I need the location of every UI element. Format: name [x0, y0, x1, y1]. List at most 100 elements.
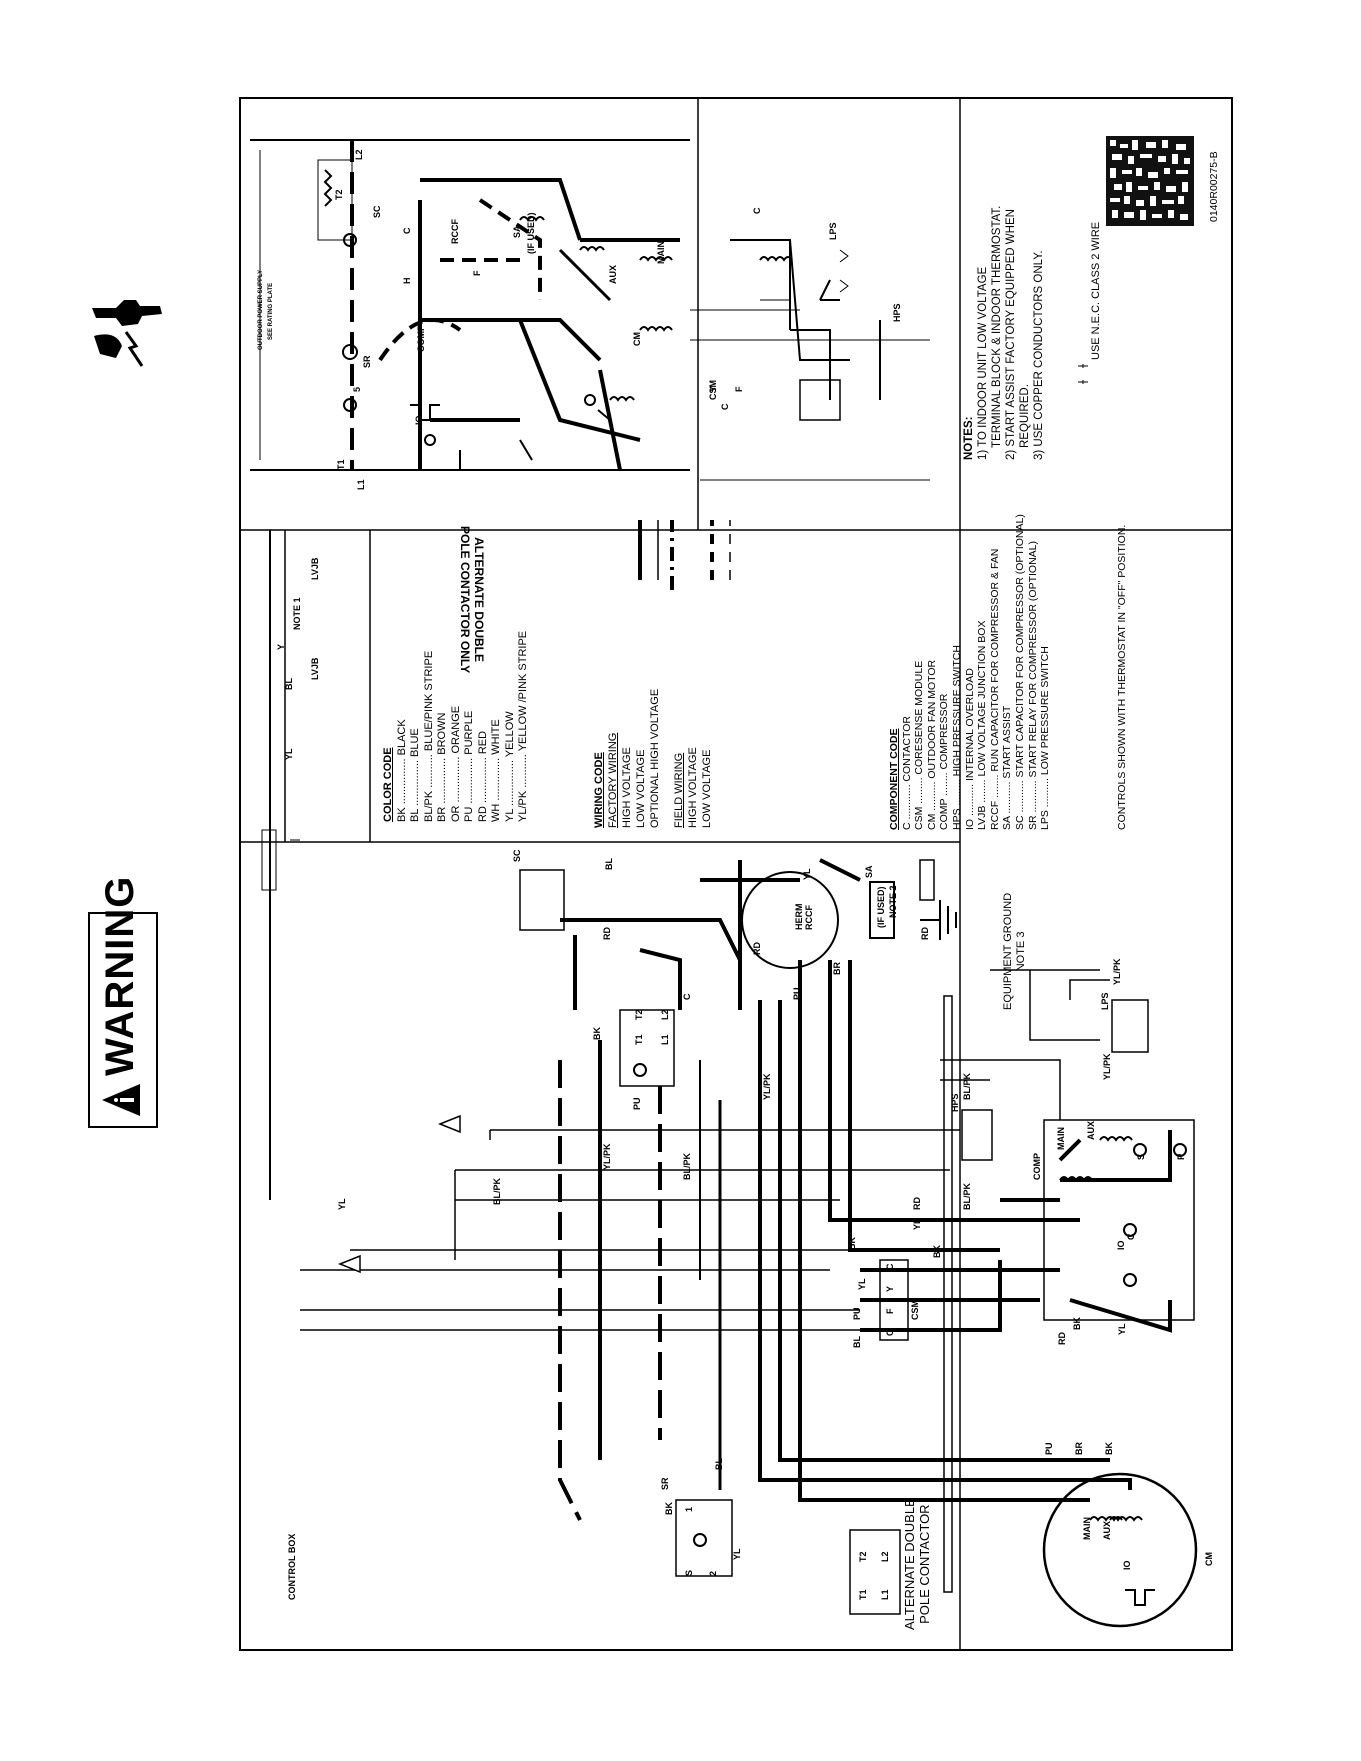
label-csm-y: Y [885, 1286, 895, 1292]
component-code-entry: LPS .......... LOW PRESSURE SWITCH [1039, 646, 1052, 830]
label-comp-top: COMP [416, 325, 426, 352]
warning-triangle-icon [100, 1082, 142, 1123]
label-sr-s: S [684, 1570, 694, 1576]
label-sa-if-used: (IF USED) [876, 886, 886, 928]
top-ladder-schematic [250, 139, 690, 471]
label-y-csm: Y [708, 386, 718, 392]
wire-label-bl: BL [284, 678, 294, 690]
label-c-small: C [402, 227, 412, 234]
wire-label-br-2: BR [1074, 1442, 1084, 1455]
label-t1-alt: T1 [858, 1589, 868, 1600]
label-sa-if-used-top: (IF USED) [526, 212, 536, 254]
wire-label-br: BR [832, 962, 842, 975]
wire-label-rd-2: RD [752, 942, 762, 955]
color-code-entry: BR ............... BROWN [436, 712, 448, 822]
wire-label-pu-4: PU [1044, 1442, 1054, 1455]
warning-box [88, 912, 158, 1128]
electric-shock-hand-icon [86, 296, 166, 381]
label-l1-alt: L1 [880, 1589, 890, 1600]
wire-label-yl-3: YL [802, 868, 812, 880]
component-code-legend: COMPONENT CODE C ............ CONTACTOR … [888, 514, 1052, 830]
wire-label-bk-4: BK [1072, 1317, 1082, 1330]
equipment-ground-line-2: NOTE 3 [1015, 931, 1027, 972]
label-sr-5: 5 [352, 387, 362, 392]
label-l2: L2 [354, 149, 364, 160]
label-io-top: IO [414, 415, 424, 425]
component-code-entry: RCCF ........ RUN CAPACITOR FOR COMPRESS… [988, 548, 1001, 830]
component-code-entry: LVJB ........ LOW VOLTAGE JUNCTION BOX [976, 620, 989, 830]
label-csm: CSM [910, 1300, 920, 1320]
wire-label-bl-4: BL [714, 1458, 724, 1470]
wire-label-yl: YL [284, 748, 294, 760]
outer-frame [239, 97, 1233, 1651]
label-csm-f: F [885, 1308, 895, 1314]
notes-item: 3) USE COPPER CONDUCTORS ONLY. [1033, 250, 1045, 460]
component-code-entry: C ............ CONTACTOR [900, 716, 913, 830]
notes-block: NOTES: 1) TO INDOOR UNIT LOW VOLTAGE TER… [962, 206, 1046, 460]
label-main-cm: MAIN [1082, 1517, 1092, 1540]
label-sc-top: SC [372, 205, 382, 218]
color-code-entry: OR ............... ORANGE [449, 705, 462, 822]
color-code-entry: WH .............. WHITE [490, 719, 502, 822]
wire-label-pu-2: PU [792, 987, 802, 1000]
label-rccf-top: RCCF [450, 219, 460, 244]
wire-label-pu: PU [632, 1097, 642, 1110]
label-cm: CM [1204, 1552, 1214, 1566]
label-c-csm: C [720, 403, 730, 410]
label-l1-c: L1 [660, 1034, 670, 1045]
contactor-box [619, 1009, 675, 1087]
label-io: IO [1116, 1240, 1126, 1250]
wire-label-bk: BK [592, 1027, 602, 1040]
sc-box [519, 869, 565, 931]
wire-label-ylpk-4: YL/PK [1112, 958, 1122, 985]
label-rccf: RCCF [804, 905, 814, 930]
wiring-code-field-item: LOW VOLTAGE [701, 749, 713, 828]
label-t2-c: T2 [634, 1009, 644, 1020]
color-code-entry: BL/PK ........... BLUE/PINK STRIPE [422, 650, 435, 822]
label-sr: SR [660, 1477, 670, 1490]
color-code-entry: YL ............... YELLOW [503, 711, 516, 822]
wire-label-ylpk-2: YL/PK [762, 1073, 772, 1100]
hps-box [961, 1109, 993, 1161]
label-l2-c: L2 [660, 1009, 670, 1020]
wire-label-yl-6: YL [1117, 1323, 1127, 1335]
alt-contactor-box [849, 1529, 901, 1615]
label-outdoor-power-2: SEE RATING PLATE [268, 283, 274, 340]
label-note2: NOTE 2 [888, 885, 898, 918]
label-lvjb-2: LVJB [310, 557, 320, 580]
label-aux-top: AUX [608, 265, 618, 284]
label-sr-top: SR [362, 355, 372, 368]
component-code-entry: SC ........... START CAPACITOR FOR COMPR… [1013, 514, 1026, 830]
label-c-top: C [752, 207, 762, 214]
class2-wire-icon [1076, 362, 1090, 393]
wire-label-blpk-3: BL/PK [962, 1182, 972, 1210]
wiring-code-field: FIELD WIRING [673, 752, 685, 828]
wire-label-ylpk: YL/PK [602, 1143, 612, 1170]
label-aux-cm: AUX [1102, 1521, 1112, 1540]
wiring-code-factory-item: LOW VOLTAGE [635, 749, 647, 828]
label-sa: SA [864, 865, 874, 878]
label-outdoor-power-1: OUTDOOR POWER SUPPLY [258, 270, 264, 350]
wire-label-blpk: BL/PK [492, 1177, 502, 1205]
label-csm-c: C [885, 1263, 895, 1270]
qr-code-icon [1106, 136, 1194, 231]
label-l1: L1 [356, 479, 366, 490]
wire-label-bk-6: BK [664, 1502, 674, 1515]
wire-label-rd-3: RD [920, 927, 930, 940]
wire-label-rd-5: RD [1057, 1332, 1067, 1345]
label-h: H [402, 278, 412, 285]
wire-label-pu-3: PU [852, 1307, 862, 1320]
notes-item: REQUIRED. [1019, 384, 1031, 448]
label-cm-top: CM [632, 332, 642, 346]
wiring-code-factory-item: OPTIONAL HIGH VOLTAGE [649, 688, 661, 828]
label-term-s: S [1136, 1154, 1146, 1160]
color-code-entry: PU ............... PURPLE [463, 710, 475, 822]
top-right-control-schematic [690, 239, 930, 481]
label-t2-alt: T2 [858, 1551, 868, 1562]
notes-item: TERMINAL BLOCK & INDOOR THERMOSTAT. [991, 205, 1003, 448]
wire-label-yl-5: YL [912, 1218, 922, 1230]
lps-box [1111, 999, 1149, 1053]
diagram-id: 0140R00275-B [1208, 151, 1220, 222]
component-code-entry: HPS ......... HIGH PRESSURE SWITCH [950, 645, 963, 830]
